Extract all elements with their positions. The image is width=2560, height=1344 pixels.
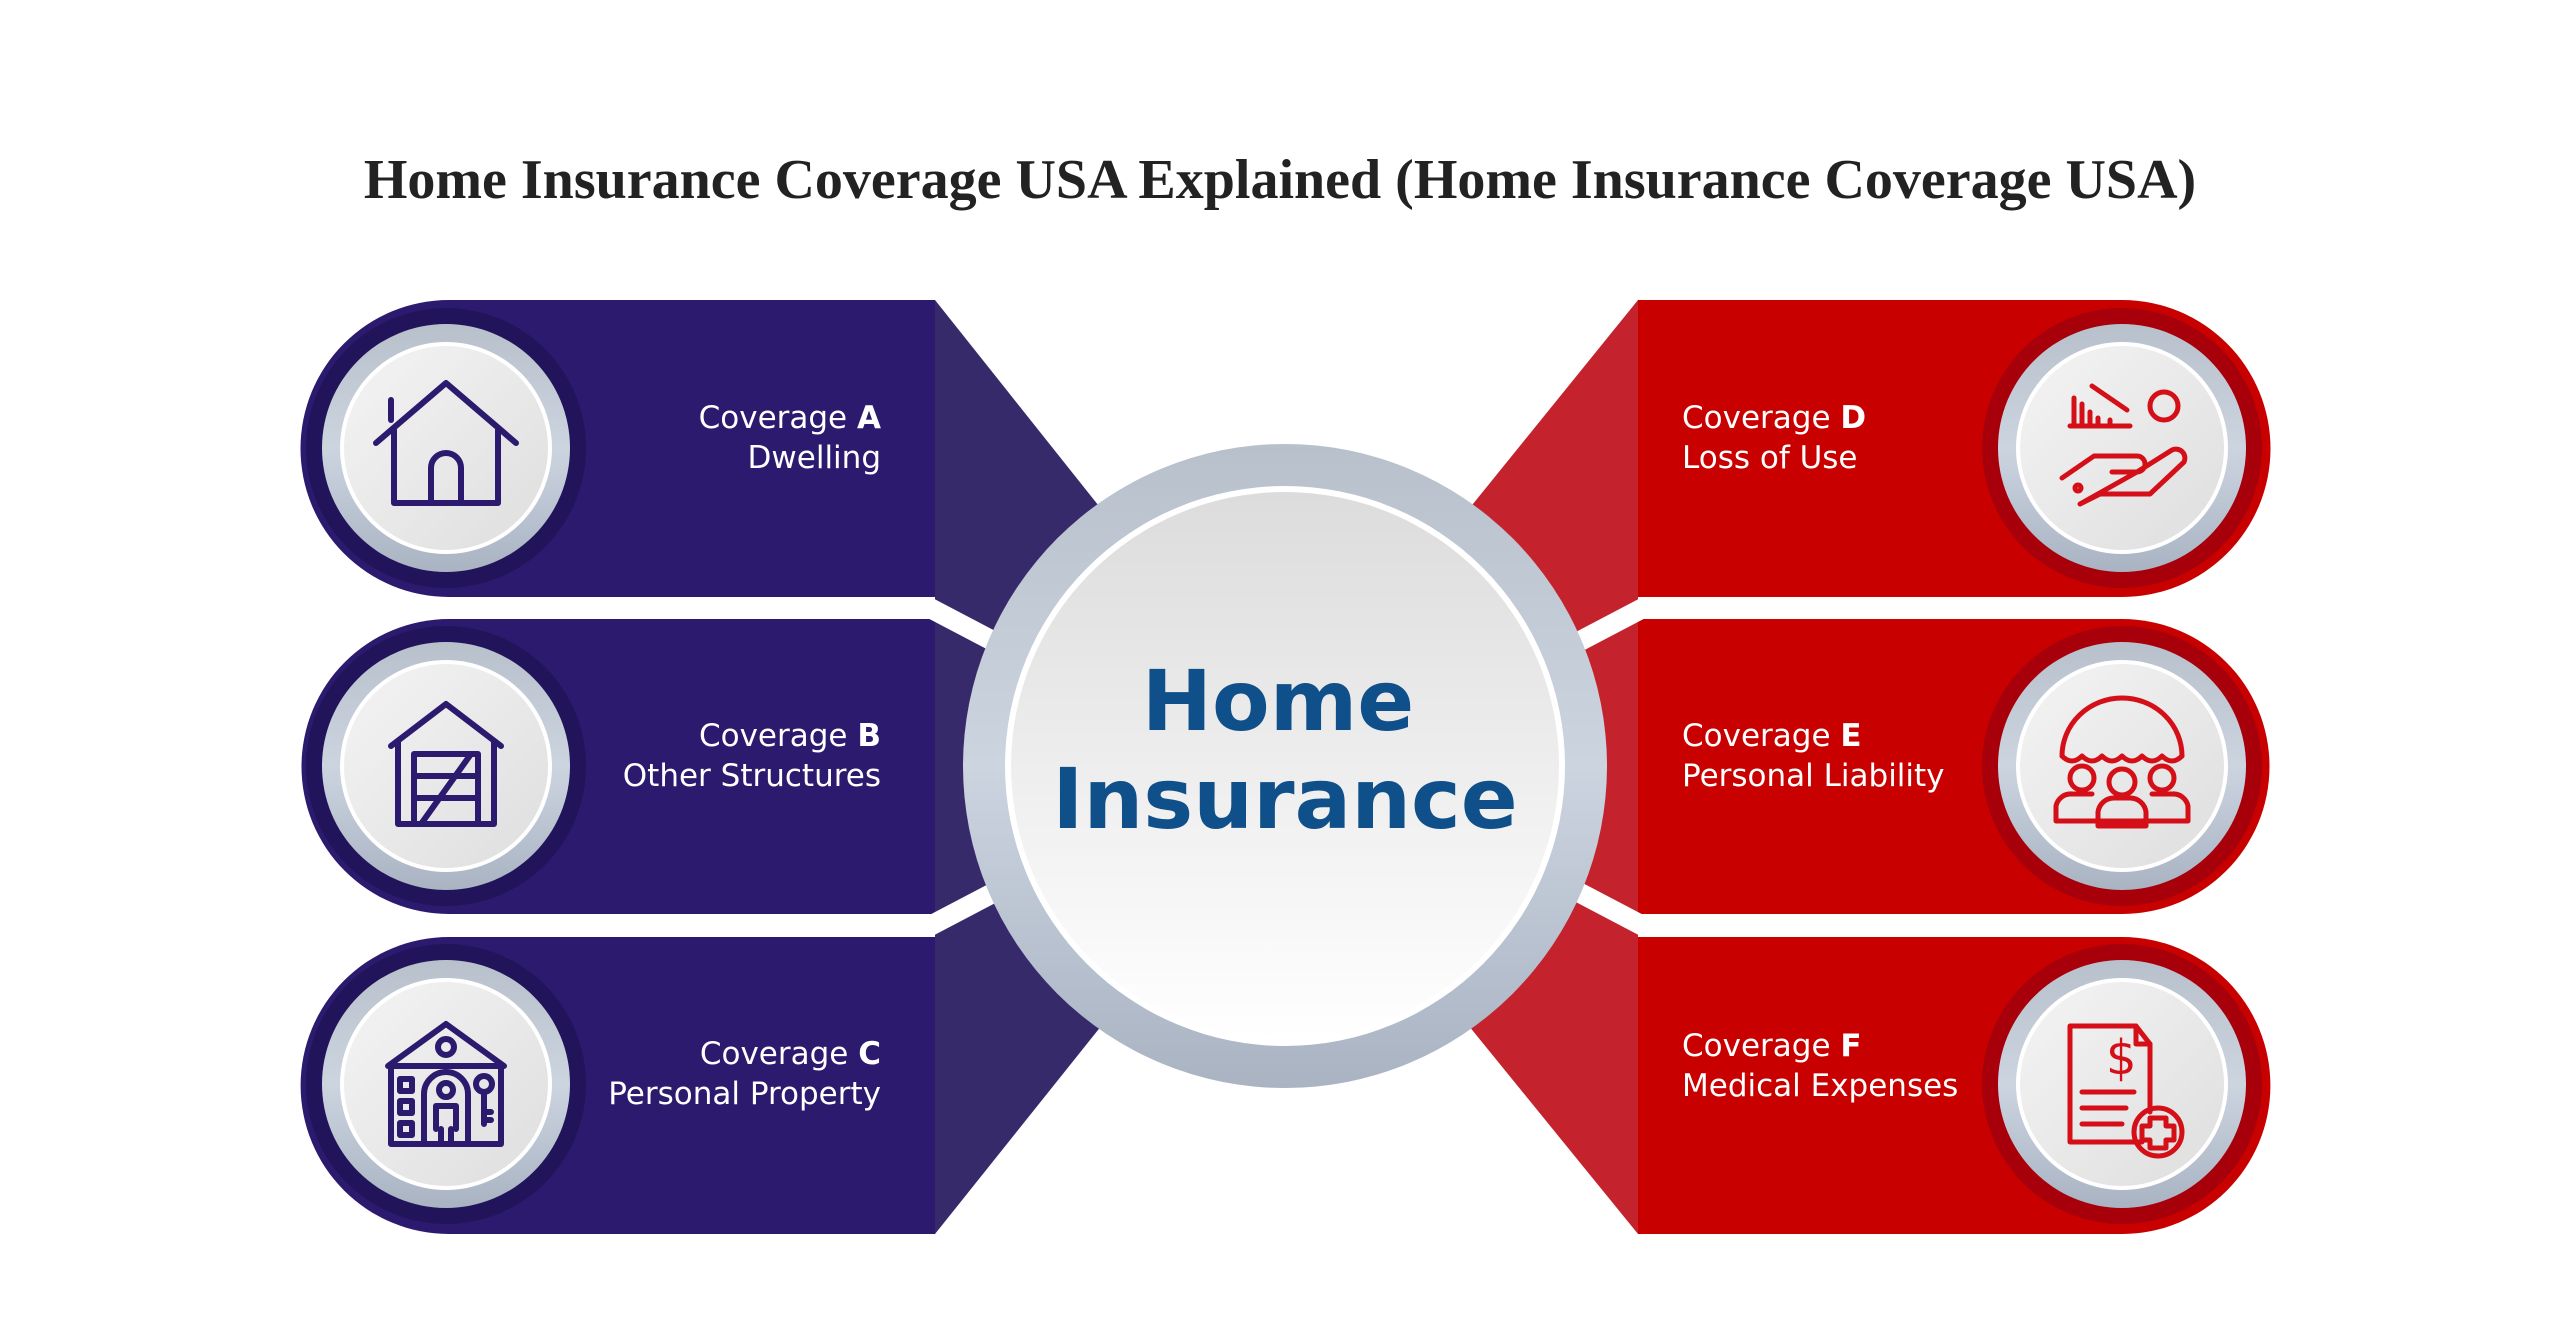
page-title: Home Insurance Coverage USA Explained (H… — [363, 149, 2197, 211]
medical-bill-icon: $ — [2067, 1023, 2185, 1159]
coverage-c-title: Coverage C — [700, 1036, 881, 1072]
coverage-d-title: Coverage D — [1682, 400, 1866, 436]
center-circle: Home Insurance — [963, 444, 1607, 1088]
coverage-b-name: Other Structures — [623, 758, 881, 794]
coverage-f-name: Medical Expenses — [1682, 1068, 1958, 1104]
icon-disc-a — [306, 308, 586, 588]
house-person-key-icon — [385, 1021, 507, 1147]
umbrella-people-icon — [2053, 695, 2191, 829]
coverage-b-title: Coverage B — [699, 718, 881, 754]
coverage-a-name: Dwelling — [748, 440, 881, 476]
coverage-e-name: Personal Liability — [1682, 758, 1945, 794]
icon-disc-e — [1982, 626, 2262, 906]
house-icon — [373, 380, 519, 506]
coverage-a-title: Coverage A — [699, 400, 881, 436]
coverage-d-name: Loss of Use — [1682, 440, 1858, 476]
coverage-e-title: Coverage E — [1682, 718, 1862, 754]
center-title-line1: Home — [1142, 652, 1415, 750]
center-title-line2: Insurance — [1052, 750, 1518, 848]
coverage-f-title: Coverage F — [1682, 1028, 1862, 1064]
hand-money-chart-icon — [2059, 383, 2188, 507]
svg-text:$: $ — [2106, 1030, 2137, 1086]
garage-icon — [388, 701, 504, 827]
icon-disc-b — [306, 626, 586, 906]
icon-disc-d — [1982, 308, 2262, 588]
coverage-c-name: Personal Property — [608, 1076, 881, 1112]
